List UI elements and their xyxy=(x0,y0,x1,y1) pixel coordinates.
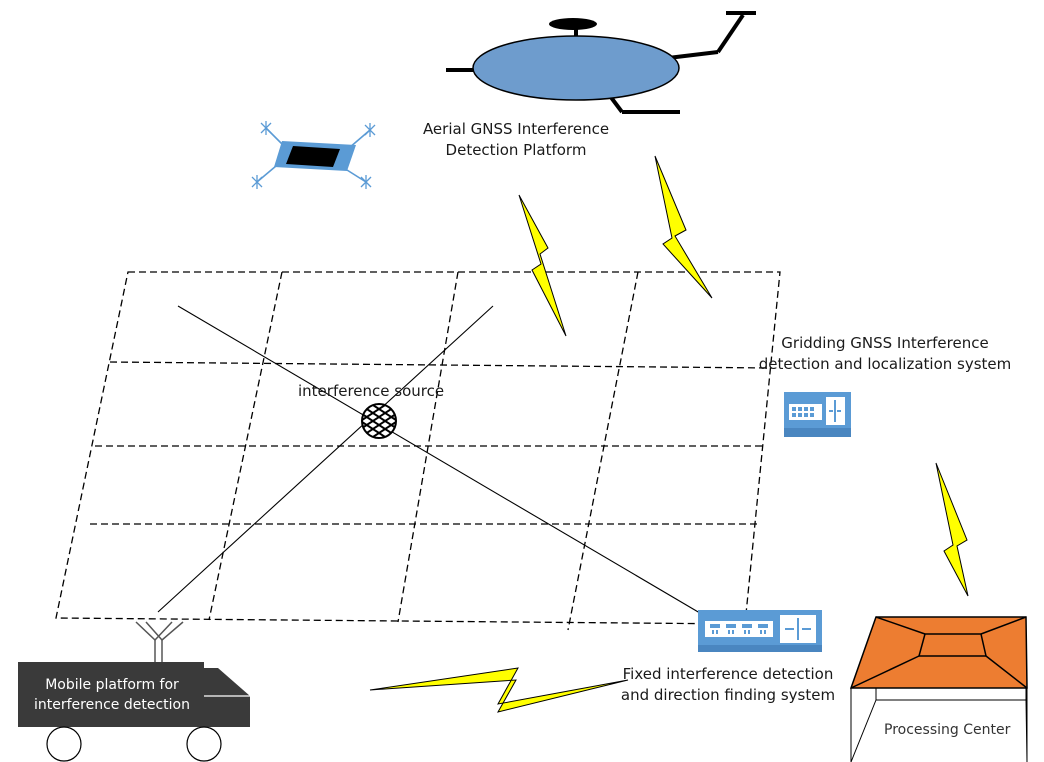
network-switch-icon xyxy=(698,610,822,652)
fixed-system-label-line2: and direction finding system xyxy=(620,686,836,704)
antenna-icon xyxy=(135,621,184,662)
gridding-system-label-line1: Gridding GNSS Interference xyxy=(781,334,989,352)
monitoring-grid xyxy=(55,271,781,631)
interference-source-icon xyxy=(361,403,397,439)
building-icon xyxy=(849,616,1028,762)
truck-icon xyxy=(18,662,250,762)
airship-icon xyxy=(446,11,756,114)
aerial-platform-label-line2: Detection Platform xyxy=(445,141,587,159)
drone-icon xyxy=(251,121,376,189)
bearing-lines xyxy=(157,305,706,617)
mobile-platform-label-line1: Mobile platform for xyxy=(45,677,179,693)
gridding-system-label: Gridding GNSS Interference detection and… xyxy=(744,333,1026,375)
lightning-icon xyxy=(369,155,969,713)
mobile-platform-label-line2: interference detection xyxy=(34,697,190,713)
mobile-platform-label: Mobile platform for interference detecti… xyxy=(24,675,200,715)
fixed-system-label: Fixed interference detection and directi… xyxy=(606,664,850,706)
aerial-platform-label: Aerial GNSS Interference Detection Platf… xyxy=(404,119,628,161)
fixed-system-label-line1: Fixed interference detection xyxy=(622,665,834,683)
network-switch-icon xyxy=(784,392,851,437)
processing-center-label: Processing Center xyxy=(884,722,1011,738)
gridding-system-label-line2: detection and localization system xyxy=(758,355,1012,373)
interference-source-label: interference source xyxy=(298,382,445,400)
aerial-platform-label-line1: Aerial GNSS Interference xyxy=(422,120,610,138)
